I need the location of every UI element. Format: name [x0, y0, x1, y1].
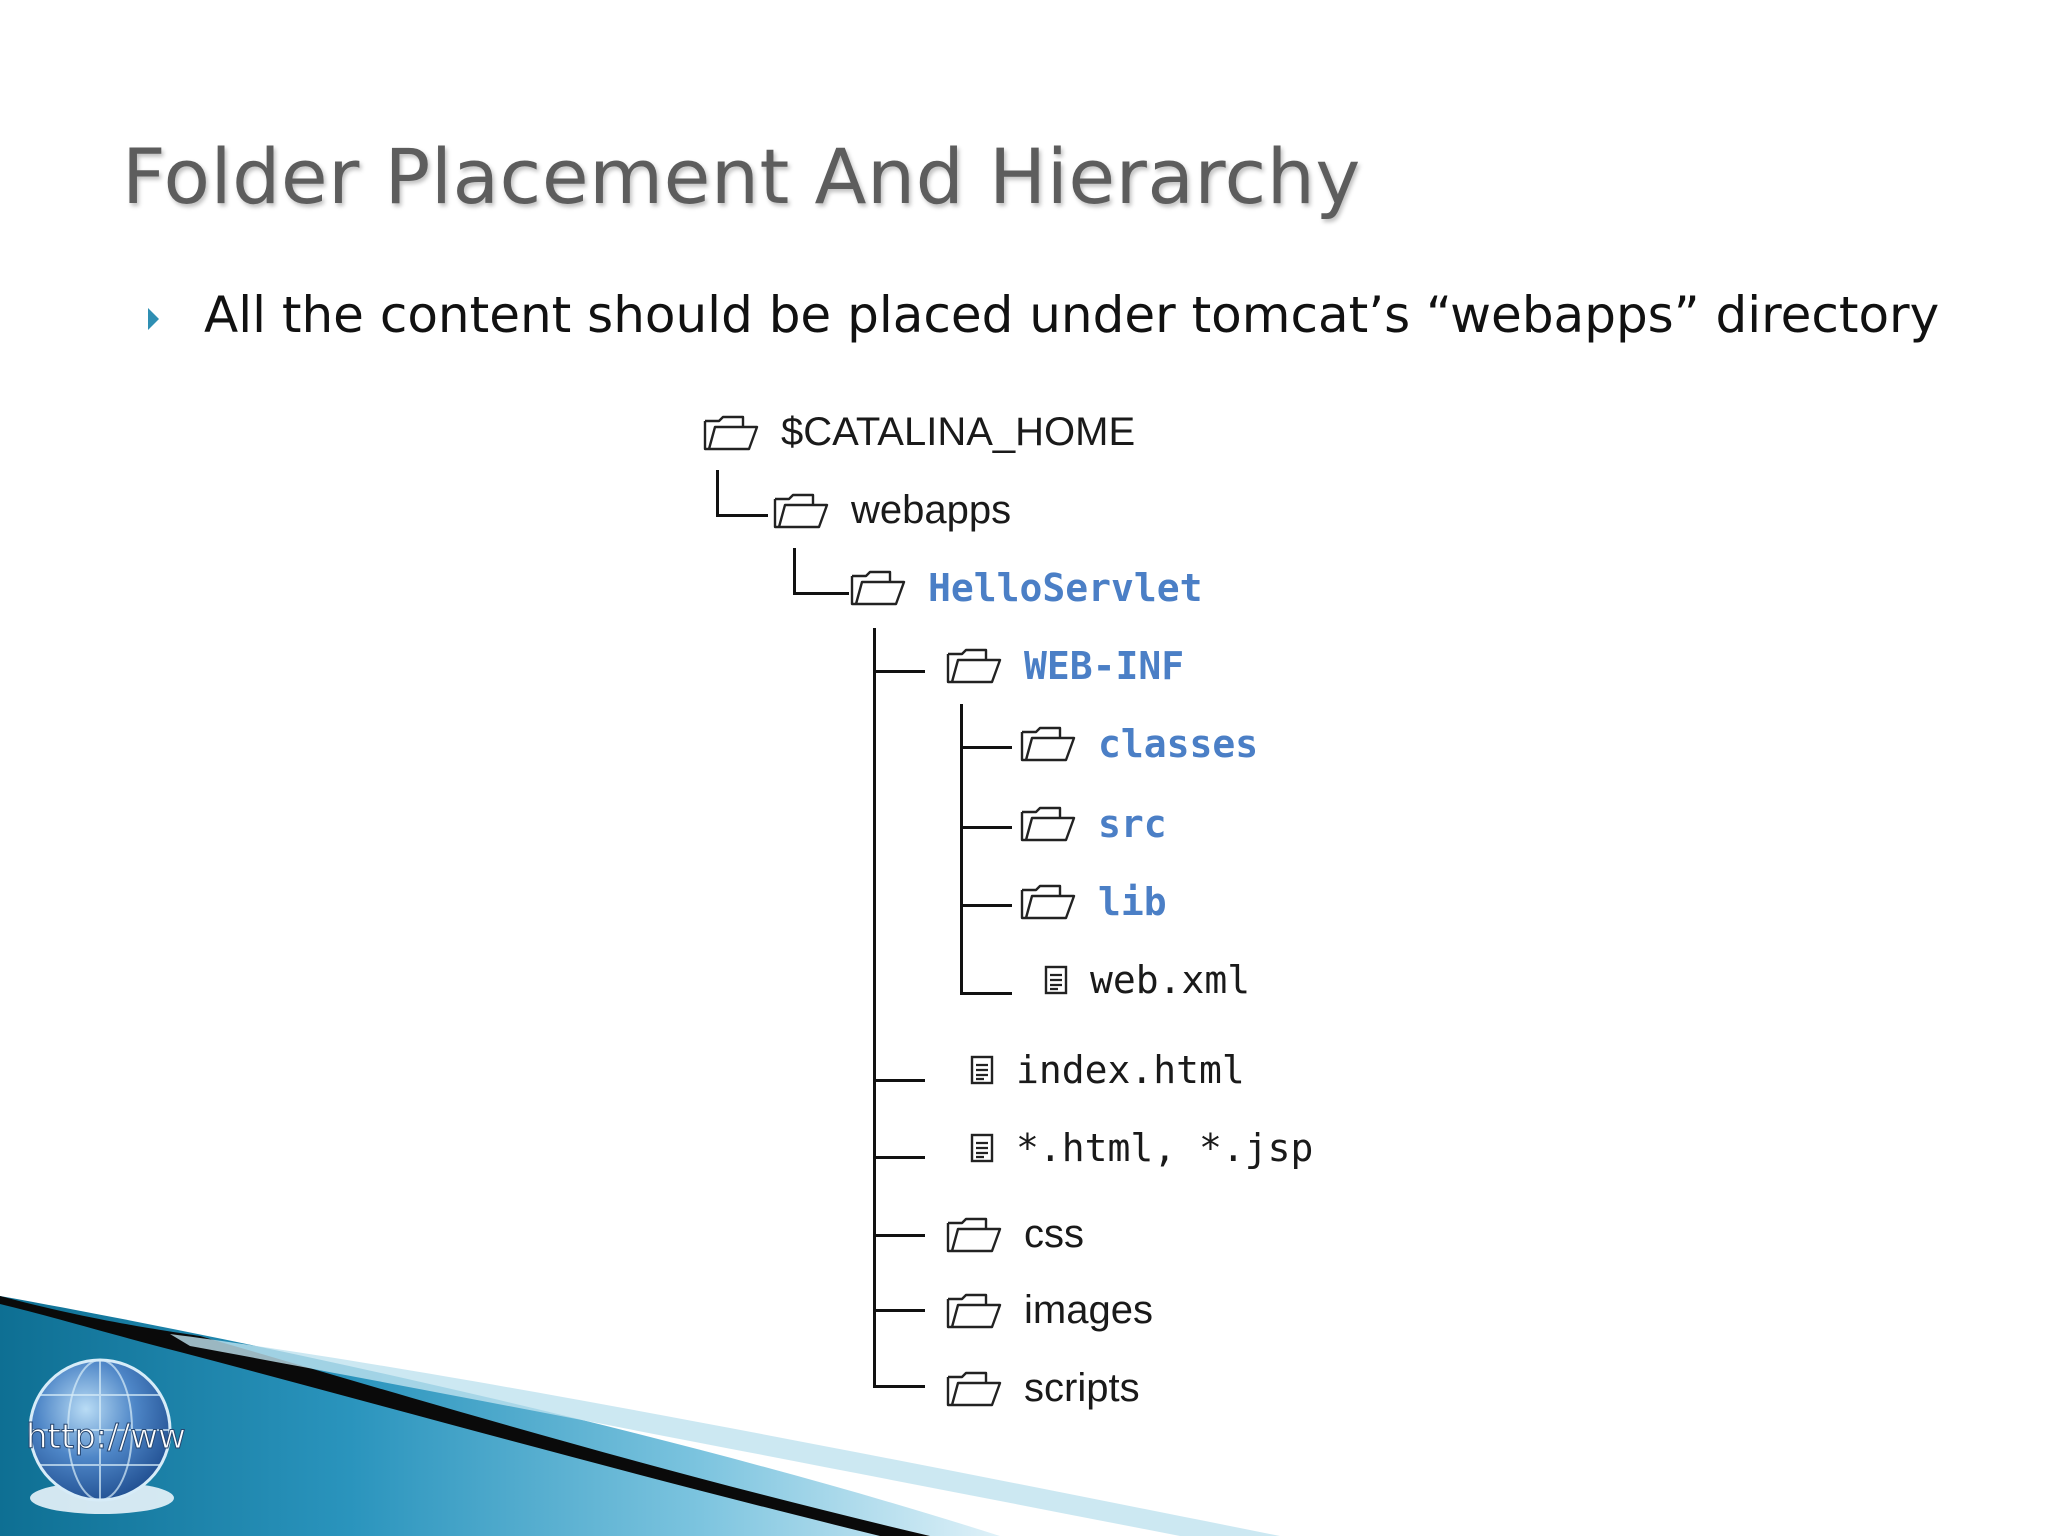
node-label: css	[1024, 1212, 1084, 1257]
node-label: src	[1098, 802, 1167, 846]
node-label: classes	[1098, 722, 1258, 766]
file-icon	[970, 1055, 994, 1085]
tree-node-html-jsp[interactable]: *.html, *.jsp	[970, 1126, 1313, 1170]
folder-icon	[703, 415, 759, 451]
tree-connector	[873, 670, 925, 673]
tree-connector	[960, 746, 1012, 749]
tree-node-catalina-home[interactable]: $CATALINA_HOME	[703, 410, 1135, 455]
tree-node-web-xml[interactable]: web.xml	[1044, 958, 1250, 1002]
tree-node-helloservlet[interactable]: HelloServlet	[850, 566, 1203, 610]
node-label: webapps	[851, 488, 1011, 533]
folder-icon	[850, 570, 906, 606]
folder-icon	[1020, 806, 1076, 842]
tree-node-src[interactable]: src	[1020, 802, 1167, 846]
folder-icon	[773, 493, 829, 529]
node-label: WEB-INF	[1024, 644, 1184, 688]
tree-connector	[960, 826, 1012, 829]
tree-connector	[716, 514, 768, 517]
tree-connector	[873, 1079, 925, 1082]
tree-node-index-html[interactable]: index.html	[970, 1048, 1245, 1092]
tree-node-classes[interactable]: classes	[1020, 722, 1258, 766]
file-icon	[1044, 965, 1068, 995]
tree-connector	[873, 1234, 925, 1237]
tree-connector	[960, 904, 1012, 907]
tree-node-webapps[interactable]: webapps	[773, 488, 1011, 533]
tree-connector	[716, 470, 719, 516]
tree-connector	[793, 592, 849, 595]
node-label: lib	[1098, 880, 1167, 924]
folder-icon	[946, 1217, 1002, 1253]
node-label: HelloServlet	[928, 566, 1203, 610]
node-label: web.xml	[1090, 958, 1250, 1002]
folder-icon	[946, 648, 1002, 684]
tree-node-css[interactable]: css	[946, 1212, 1084, 1257]
folder-icon	[1020, 726, 1076, 762]
tree-connector	[793, 548, 796, 594]
tree-node-lib[interactable]: lib	[1020, 880, 1167, 924]
folder-icon	[1020, 884, 1076, 920]
node-label: index.html	[1016, 1048, 1245, 1092]
tree-connector	[960, 992, 1012, 995]
node-label: $CATALINA_HOME	[781, 410, 1135, 455]
footer-swoosh: http://ww	[0, 1260, 2048, 1536]
tree-connector	[873, 1156, 925, 1159]
node-label: *.html, *.jsp	[1016, 1126, 1313, 1170]
logo-text: http://ww	[26, 1417, 186, 1457]
file-icon	[970, 1133, 994, 1163]
tree-node-web-inf[interactable]: WEB-INF	[946, 644, 1184, 688]
